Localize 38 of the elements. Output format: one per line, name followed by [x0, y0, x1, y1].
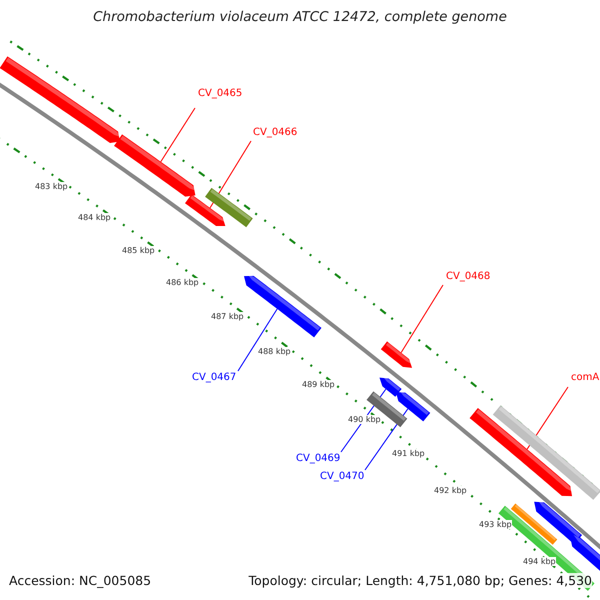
gene-label: CV_0465	[198, 88, 242, 99]
gene-region	[366, 391, 408, 428]
scale-label: 486 kbp	[166, 278, 199, 287]
gene-feature	[380, 376, 402, 397]
scale-label: 491 kbp	[392, 449, 425, 458]
gene-label: CV_0467	[192, 372, 236, 383]
gene-region	[492, 405, 600, 500]
scale-label: 489 kbp	[302, 380, 335, 389]
gene-feature	[244, 274, 322, 338]
gene-label: CV_0470	[320, 471, 364, 482]
scale-label: 485 kbp	[122, 246, 155, 255]
footer-text: Accession: NC_005085	[9, 573, 152, 588]
leader-line	[364, 408, 408, 470]
leader-line	[238, 308, 278, 372]
gene-label: comA	[571, 372, 600, 383]
gene-region	[205, 188, 253, 228]
gene-feature	[534, 500, 582, 544]
scale-label: 493 kbp	[479, 520, 512, 529]
gene-feature	[396, 390, 430, 422]
scale-label: 494 kbp	[523, 557, 556, 566]
scale-label: 484 kbp	[78, 213, 111, 222]
gene-feature	[0, 56, 122, 143]
leader-line	[160, 108, 196, 162]
footer-text: Topology: circular; Length: 4,751,080 bp; Genes: 4,530	[248, 573, 592, 588]
gene-feature	[114, 134, 197, 197]
gene-feature	[470, 408, 574, 496]
scale-label: 490 kbp	[348, 415, 381, 424]
gene-feature	[185, 194, 226, 226]
scale-label: 483 kbp	[35, 182, 68, 191]
gene-label: CV_0468	[446, 271, 490, 282]
gene-label: CV_0469	[296, 453, 340, 464]
title: Chromobacterium violaceum ATCC 12472, complete genome	[92, 9, 508, 25]
leader-line	[400, 284, 444, 354]
gene-label: CV_0466	[253, 127, 298, 138]
leader-line	[210, 140, 252, 208]
gene-region	[510, 504, 558, 545]
scale-label: 488 kbp	[258, 347, 291, 356]
gene-feature	[380, 341, 413, 368]
